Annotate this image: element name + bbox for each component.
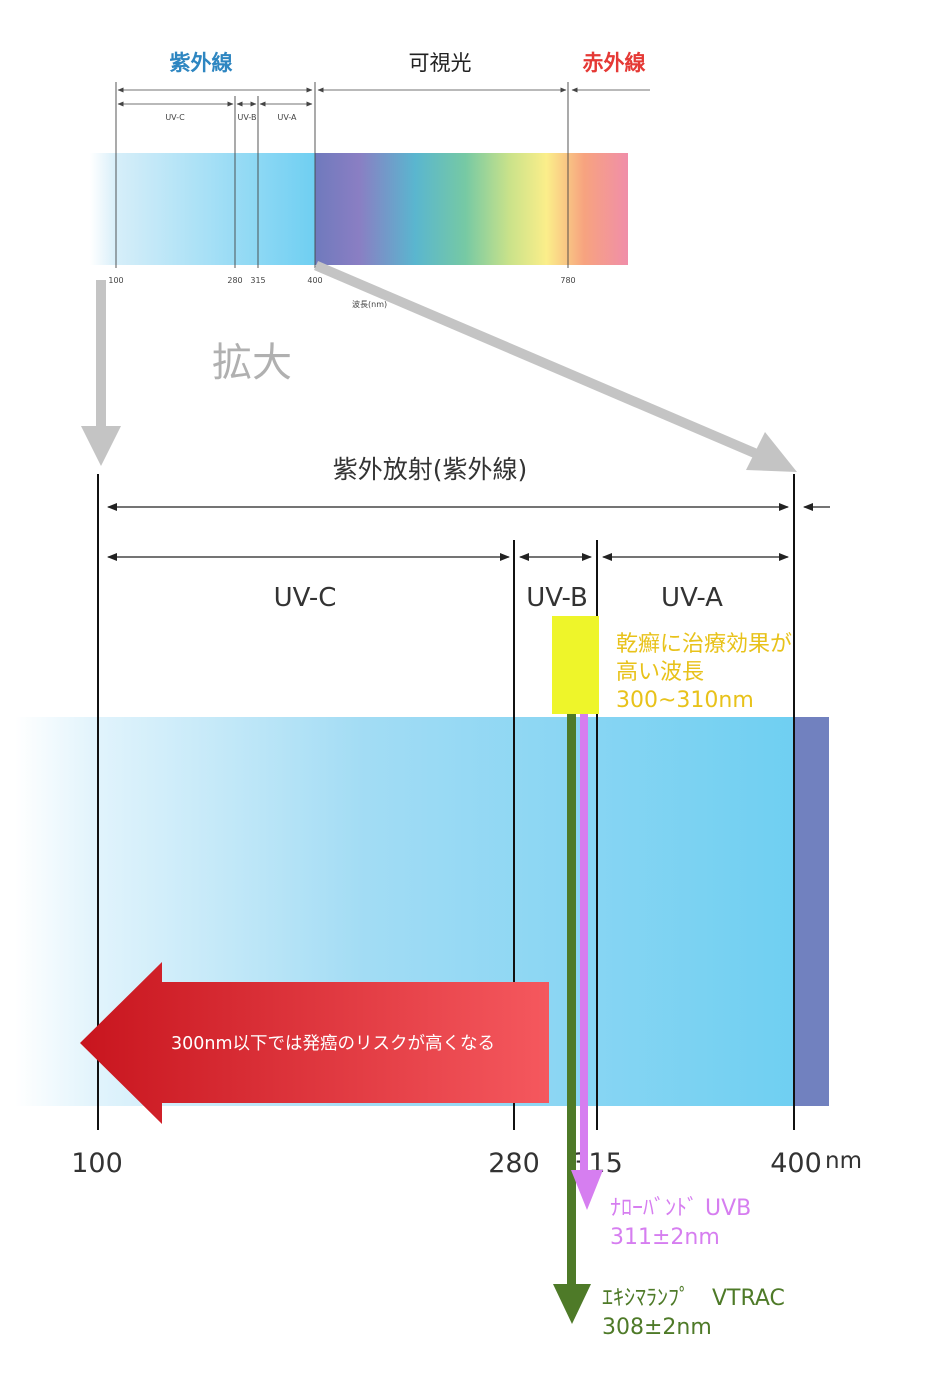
main-unit: nm	[825, 1148, 862, 1174]
top-uvc-label: UV-C	[165, 113, 185, 122]
excimer-arrow-head	[553, 1284, 591, 1324]
uv-title: 紫外線	[170, 51, 233, 75]
top-uvb-label: UV-B	[238, 113, 257, 122]
top-tick-400: 400	[307, 276, 322, 285]
main-tick-280: 280	[488, 1148, 540, 1179]
narrowband-marker	[571, 714, 603, 1210]
excimer-note-line2: 308±2nm	[602, 1315, 712, 1340]
main-tick-100: 100	[71, 1148, 123, 1179]
top-tick-100: 100	[108, 276, 123, 285]
excimer-note: ｴｷｼﾏﾗﾝﾌﾟ VTRAC 308±2nm	[602, 1286, 785, 1340]
main-uvc-label: UV-C	[274, 583, 337, 613]
psoriasis-note-line3: 300~310nm	[616, 688, 754, 713]
top-visible-band	[315, 153, 628, 265]
main-tick-400: 400	[770, 1148, 822, 1179]
main-title: 紫外放射(紫外線)	[333, 455, 528, 484]
zoom-arrow-left-head	[81, 426, 121, 466]
risk-arrow-shape	[80, 962, 549, 1124]
visible-title: 可視光	[409, 51, 472, 75]
zoom-label: 拡大	[212, 340, 292, 386]
top-tick-280: 280	[227, 276, 242, 285]
zoom-arrow-right-shaft	[314, 261, 760, 459]
narrowband-arrow-head	[571, 1170, 603, 1210]
narrowband-note-line1: ﾅﾛｰﾊﾞﾝﾄﾞ UVB	[610, 1196, 751, 1221]
top-tick-780: 780	[560, 276, 575, 285]
narrowband-arrow-shaft	[580, 714, 588, 1174]
top-uv-band	[90, 153, 315, 265]
risk-arrow: 300nm以下では発癌のリスクが高くなる	[80, 962, 549, 1124]
top-spectrum: 紫外線 可視光 赤外線 UV-C UV-B UV-A 100 280 315 4…	[90, 51, 650, 309]
psoriasis-note-line1: 乾癬に治療効果が	[616, 632, 792, 657]
top-uva-label: UV-A	[277, 113, 297, 122]
excimer-arrow-shaft	[567, 714, 576, 1292]
main-visible-start	[794, 717, 829, 1106]
zoom-arrow-right-head	[746, 432, 797, 472]
top-tick-315: 315	[250, 276, 265, 285]
psoriasis-band-highlight	[552, 616, 599, 714]
psoriasis-note: 乾癬に治療効果が 高い波長 300~310nm	[616, 632, 792, 713]
zoom-arrow-left-shaft	[96, 280, 106, 430]
psoriasis-note-line2: 高い波長	[616, 660, 704, 685]
excimer-note-line1: ｴｷｼﾏﾗﾝﾌﾟ VTRAC	[602, 1286, 785, 1311]
ir-title: 赤外線	[583, 51, 646, 75]
excimer-marker	[553, 714, 591, 1324]
main-uva-label: UV-A	[661, 583, 723, 613]
zoom-arrows: 拡大	[81, 261, 797, 472]
main-uvb-label: UV-B	[526, 583, 588, 613]
top-axis-label: 波長(nm)	[352, 299, 387, 309]
risk-arrow-text: 300nm以下では発癌のリスクが高くなる	[171, 1034, 495, 1054]
narrowband-note: ﾅﾛｰﾊﾞﾝﾄﾞ UVB 311±2nm	[610, 1196, 751, 1250]
narrowband-note-line2: 311±2nm	[610, 1225, 720, 1250]
